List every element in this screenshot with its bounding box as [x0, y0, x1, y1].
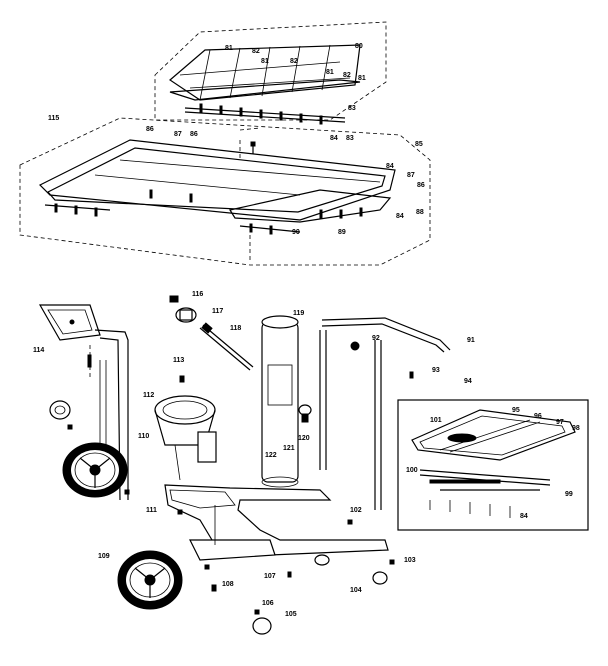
- regulator-hose: [169, 295, 254, 371]
- label-100: 100: [406, 467, 418, 474]
- label-98: 98: [572, 425, 580, 432]
- label-99: 99: [565, 491, 573, 498]
- label-109: 109: [98, 553, 110, 560]
- label-116: 116: [192, 291, 203, 298]
- label-93: 93: [432, 367, 440, 374]
- label-91: 91: [467, 337, 475, 344]
- label-92: 92: [372, 335, 380, 342]
- label-85: 85: [415, 141, 423, 148]
- label-121: 121: [283, 445, 295, 452]
- label-122: 122: [265, 452, 277, 459]
- label-84d: 84: [520, 513, 528, 520]
- label-103: 103: [404, 557, 416, 564]
- label-83a: 83: [348, 105, 356, 112]
- label-88: 88: [416, 209, 424, 216]
- label-111: 111: [146, 507, 157, 514]
- label-86b: 86: [190, 131, 198, 138]
- label-86a: 86: [146, 126, 154, 133]
- label-84b: 84: [386, 163, 394, 170]
- right-frame-rod: [319, 317, 451, 510]
- part-labels: 81 82 80 81 82 81 82 81 83 84 83 115 86 …: [33, 43, 580, 618]
- label-113: 113: [173, 357, 184, 364]
- label-102: 102: [350, 507, 362, 514]
- label-106: 106: [262, 600, 274, 607]
- label-118: 118: [230, 325, 241, 332]
- label-87a: 87: [174, 131, 182, 138]
- label-82a: 82: [252, 48, 260, 55]
- label-81a: 81: [225, 45, 233, 52]
- label-84c: 84: [396, 213, 404, 220]
- label-105: 105: [285, 611, 297, 618]
- label-101: 101: [430, 417, 442, 424]
- top-grate-assembly: [154, 21, 387, 125]
- label-95: 95: [512, 407, 520, 414]
- side-shelf-frame: [19, 117, 431, 266]
- caps: [252, 554, 388, 635]
- label-81d: 81: [358, 75, 366, 82]
- control-knob: [298, 404, 312, 423]
- label-112: 112: [143, 392, 154, 399]
- label-120: 120: [298, 435, 310, 442]
- label-81c: 81: [326, 69, 334, 76]
- label-114: 114: [33, 347, 44, 354]
- label-94: 94: [464, 378, 472, 385]
- propane-tank: [261, 315, 299, 488]
- label-117: 117: [212, 308, 223, 315]
- label-115: 115: [48, 115, 59, 122]
- label-80: 80: [355, 43, 363, 50]
- label-81b: 81: [261, 58, 269, 65]
- label-83b: 83: [346, 135, 354, 142]
- hubcap-upper: [49, 400, 73, 430]
- label-89: 89: [338, 229, 346, 236]
- label-86c: 86: [417, 182, 425, 189]
- label-119: 119: [293, 310, 304, 317]
- label-104: 104: [350, 587, 362, 594]
- label-97: 97: [556, 419, 564, 426]
- label-87b: 87: [407, 172, 415, 179]
- label-82b: 82: [290, 58, 298, 65]
- label-110: 110: [138, 433, 149, 440]
- label-84a: 84: [330, 135, 338, 142]
- burner-bowl: [154, 375, 217, 481]
- label-96: 96: [534, 413, 542, 420]
- wheel-lower: [117, 550, 183, 610]
- label-107: 107: [264, 573, 276, 580]
- wheel-upper: [62, 442, 128, 498]
- label-90: 90: [292, 229, 300, 236]
- label-108: 108: [222, 581, 234, 588]
- warming-rack-inset: [397, 399, 589, 531]
- label-82c: 82: [343, 72, 351, 79]
- base-frame: [124, 480, 395, 592]
